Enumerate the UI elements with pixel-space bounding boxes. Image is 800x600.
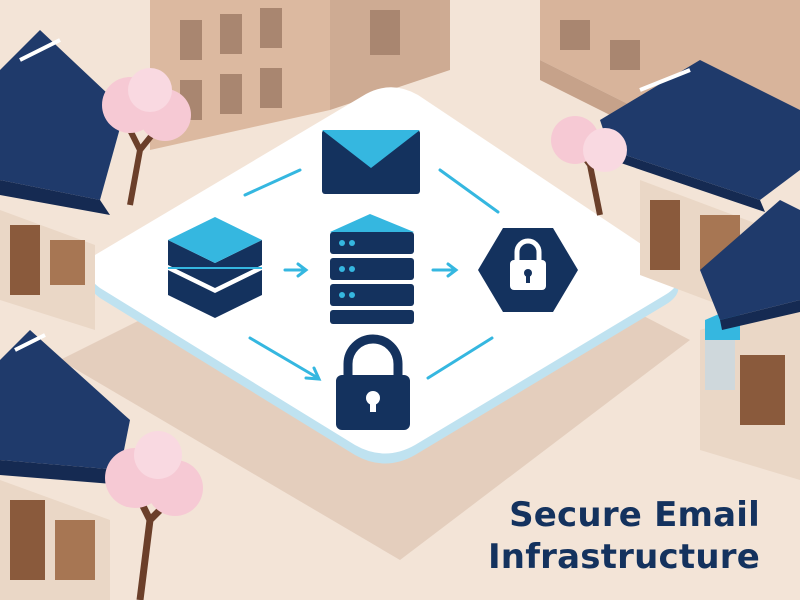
- hanok-house-top-left: [0, 30, 125, 330]
- background-building-top: [150, 0, 450, 150]
- flow-arrow-icon: [438, 168, 500, 214]
- flow-arrow-icon: [426, 336, 494, 380]
- hanok-house-bottom-right: [700, 200, 800, 480]
- padlock-icon: [336, 334, 410, 430]
- flow-arrow-icon: [296, 262, 309, 278]
- hanok-house-bottom-left: [0, 330, 130, 600]
- headline-line-1: Secure Email: [509, 495, 760, 535]
- cherry-tree-top-left: [102, 68, 191, 206]
- flow-arrows: [243, 168, 500, 381]
- cherry-tree-right: [551, 116, 627, 216]
- envelope-icon: [322, 130, 420, 194]
- cherry-tree-bottom-left: [105, 431, 203, 600]
- headline-line-2: Infrastructure: [487, 537, 760, 577]
- storage-stack-icon: [168, 217, 262, 318]
- flow-arrow-icon: [304, 366, 322, 381]
- headline: Secure Email Infrastructure: [488, 494, 760, 578]
- server-rack-icon: [330, 214, 414, 324]
- hexagon-lock-icon: [478, 228, 578, 312]
- flow-arrow-icon: [446, 262, 459, 278]
- flow-arrow-icon: [248, 336, 320, 380]
- flow-arrow-icon: [243, 168, 302, 197]
